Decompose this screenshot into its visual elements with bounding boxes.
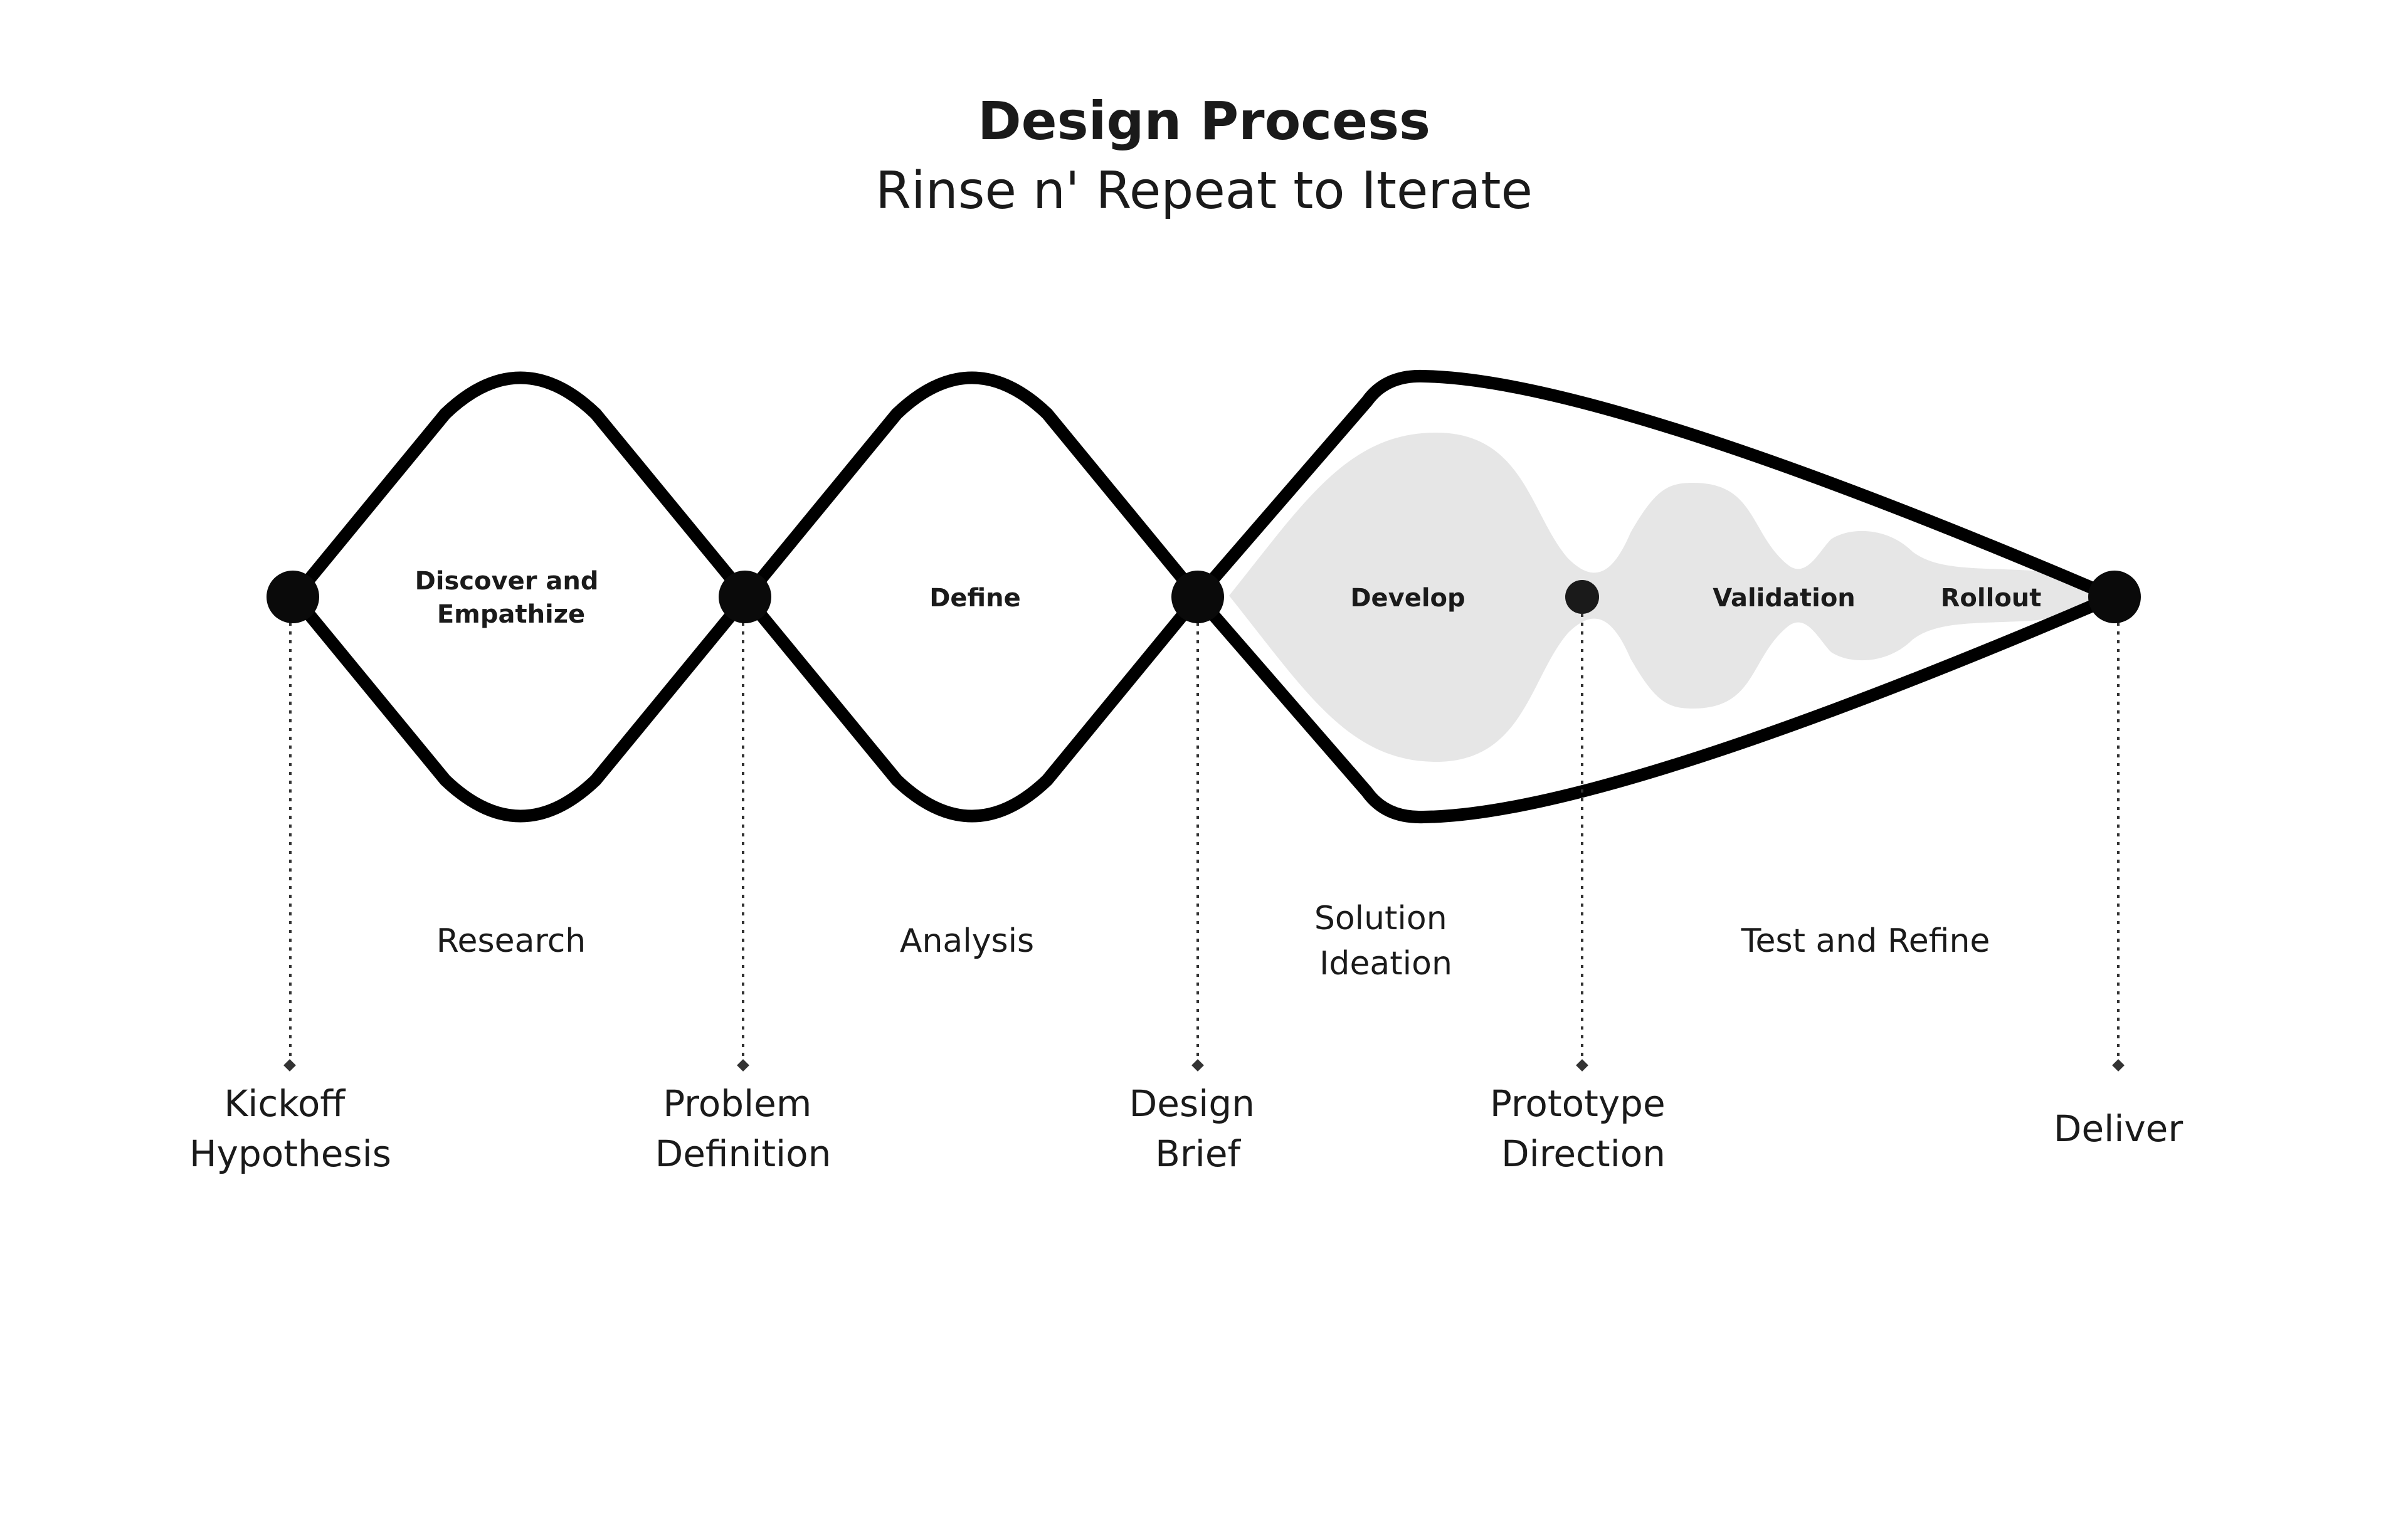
milestone-label-kickoff-line-2: Hypothesis (189, 1132, 391, 1175)
diagram-title: Design Process (978, 90, 1430, 152)
connector-markers (283, 1059, 2125, 1072)
diamond-discover-outline (288, 371, 752, 823)
activity-label-solution-line-2: Ideation (1319, 945, 1452, 983)
milestone-label-design-line-1: Design (1129, 1082, 1255, 1125)
milestone-connectors (289, 605, 2120, 1063)
stage-label-rollout: Rollout (1941, 584, 2042, 613)
milestone-label-design-brief: Design Brief (1129, 1082, 1267, 1175)
stage-label-discover: Discover and Empathize (415, 567, 608, 629)
marker-design-brief (1191, 1059, 1204, 1072)
milestone-label-problem: Problem Definition (655, 1082, 832, 1175)
activity-label-test-refine: Test and Refine (1741, 922, 1990, 960)
milestone-label-design-line-2: Brief (1155, 1132, 1241, 1175)
stage-label-develop: Develop (1350, 584, 1465, 613)
activity-label-solution-ideation: Solution Ideation (1314, 900, 1457, 983)
milestone-label-kickoff: Kickoff Hypothesis (189, 1082, 391, 1175)
milestone-label-prototype-line-2: Direction (1501, 1132, 1666, 1175)
activity-label-research: Research (436, 922, 586, 960)
activity-label-solution-line-1: Solution (1314, 900, 1447, 937)
node-problem (719, 571, 771, 623)
activity-label-analysis: Analysis (900, 922, 1034, 960)
marker-kickoff (283, 1059, 296, 1072)
node-kickoff (267, 571, 319, 623)
iteration-fill-shape (1229, 433, 2107, 762)
diagram-subtitle: Rinse n' Repeat to Iterate (875, 161, 1533, 221)
node-design-brief (1171, 571, 1224, 623)
node-prototype (1565, 580, 1599, 614)
milestone-label-deliver: Deliver (2054, 1107, 2184, 1150)
milestone-label-problem-line-1: Problem (663, 1082, 811, 1125)
milestone-label-prototype-line-1: Prototype (1490, 1082, 1666, 1125)
milestone-label-kickoff-line-1: Kickoff (224, 1082, 346, 1125)
stage-label-validation: Validation (1713, 584, 1856, 613)
stage-label-define: Define (929, 584, 1021, 613)
stage-label-discover-line-2: Empathize (437, 600, 585, 629)
stage-label-discover-line-1: Discover and (415, 567, 599, 596)
node-deliver (2088, 571, 2141, 623)
marker-problem (737, 1059, 749, 1072)
milestone-label-prototype: Prototype Direction (1490, 1082, 1677, 1175)
milestone-label-problem-line-2: Definition (655, 1132, 832, 1175)
marker-deliver (2112, 1059, 2125, 1072)
milestone-nodes (267, 571, 2141, 623)
marker-prototype (1576, 1059, 1588, 1072)
